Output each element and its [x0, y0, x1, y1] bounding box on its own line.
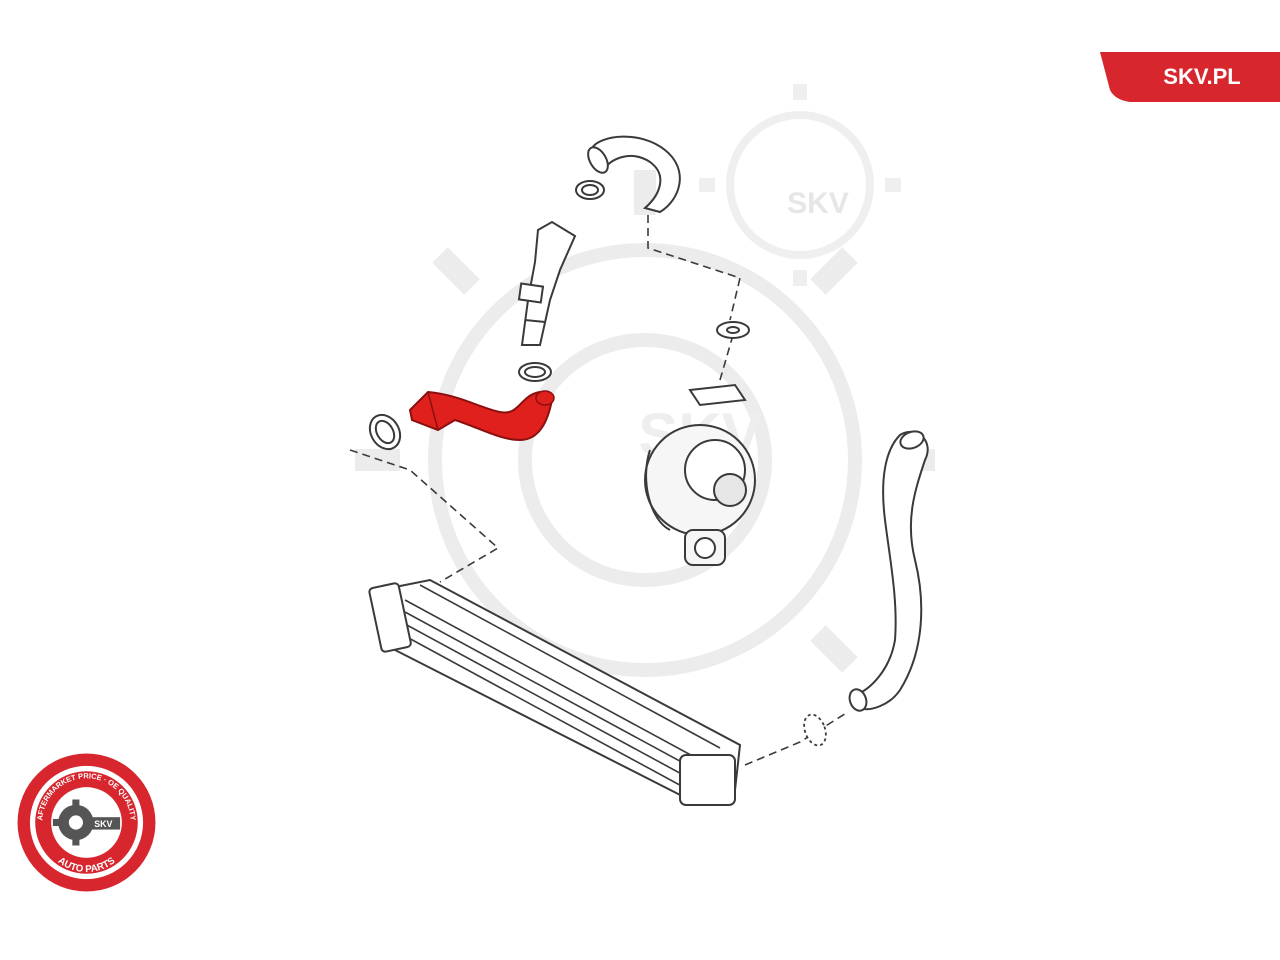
right-hose-part — [848, 430, 929, 712]
upper-hose-part — [587, 135, 681, 214]
brand-site-label: SKV.PL — [1163, 64, 1240, 89]
assembly-dashed-lines — [349, 215, 849, 766]
metal-pipe-part — [517, 220, 577, 346]
right-clamp-part — [803, 713, 827, 747]
intercooler-hose-highlighted — [408, 390, 555, 442]
middle-clamp-part — [518, 362, 552, 382]
intercooler-part — [368, 578, 742, 806]
watermark-gear-small — [699, 84, 901, 286]
brand-tab — [1100, 52, 1280, 102]
lower-clamp-part — [368, 413, 402, 451]
gear-icon — [52, 799, 99, 846]
turbocharger-part — [644, 321, 756, 566]
upper-clamp-part — [575, 180, 605, 200]
skv-seal-logo: AFTERMARKET PRICE · OE QUALITY AUTO PART… — [17, 753, 156, 892]
seal-center-text: SKV — [94, 819, 112, 829]
watermark-text-small: SKV — [787, 187, 849, 220]
